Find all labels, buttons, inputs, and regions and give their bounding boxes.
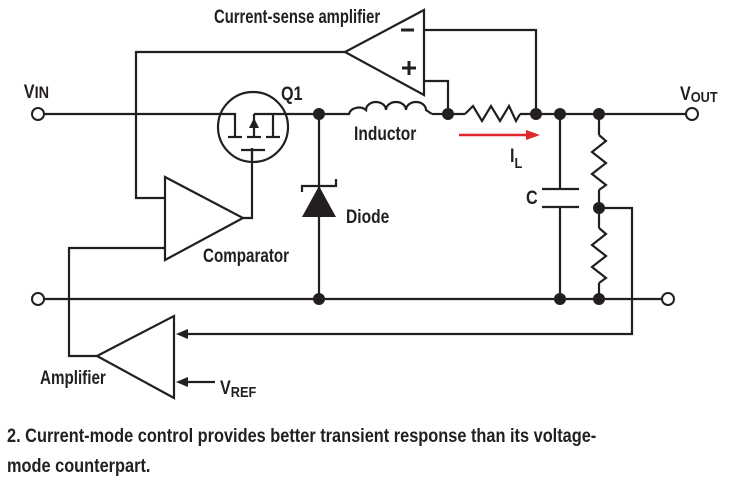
comparator-output-wire — [243, 148, 254, 220]
junction-sense-minus — [530, 108, 542, 120]
schematic: VIN VOUT VREF IL Q1 Inductor Diode C Com… — [24, 6, 718, 400]
current-sense-amplifier-label: Current-sense amplifier — [214, 6, 380, 27]
csa-plus-icon — [402, 61, 416, 75]
inductor-coil — [347, 100, 433, 116]
vref-arrow-icon — [176, 377, 188, 387]
comparator — [163, 175, 246, 262]
inductor-label: Inductor — [354, 123, 416, 145]
junction-cap-ground — [554, 293, 566, 305]
caption-line-2: mode counterpart. — [7, 456, 151, 477]
junction-divider-tap — [593, 202, 605, 214]
junction-cap-top — [554, 108, 566, 120]
q1-arrow-icon — [249, 118, 259, 128]
amp-to-comparator-wire — [67, 246, 165, 358]
sense-resistor — [464, 103, 521, 124]
q1-drain — [220, 112, 237, 137]
junction-diode-ground — [313, 293, 325, 305]
error-amplifier — [94, 314, 176, 400]
vin-terminal[interactable] — [31, 107, 45, 121]
csa-output-wire — [134, 50, 345, 200]
divider-resistor-top — [590, 134, 608, 191]
q1-body — [216, 90, 290, 164]
junction-switch-node — [313, 108, 325, 120]
junction-sense-plus — [442, 108, 454, 120]
caption-line-1: 2. Current-mode control provides better … — [7, 426, 597, 447]
vout-label: VOUT — [680, 83, 718, 105]
ground-out-terminal[interactable] — [661, 292, 675, 306]
junction-divider-ground — [593, 293, 605, 305]
vout-terminal[interactable] — [685, 107, 699, 121]
q1-mosfet — [216, 90, 290, 164]
diode-symbol — [300, 179, 338, 217]
feedback-arrow-icon — [176, 329, 188, 339]
inductor-current-label: IL — [510, 145, 523, 171]
inductor-current-arrow — [459, 130, 540, 140]
csa-plus-wire — [424, 79, 450, 114]
q1-label: Q1 — [281, 83, 303, 105]
capacitor-label: C — [526, 187, 538, 209]
divider-resistor-bottom — [590, 227, 608, 284]
figure-caption: 2. Current-mode control provides better … — [7, 422, 721, 482]
ground-in-terminal[interactable] — [31, 292, 45, 306]
comparator-label: Comparator — [203, 244, 289, 266]
csa-minus-wire — [424, 28, 538, 114]
vref-label: VREF — [220, 377, 256, 400]
diode-label: Diode — [346, 206, 390, 228]
feedback-wire — [180, 206, 634, 336]
current-sense-amplifier — [342, 8, 426, 97]
junction-divider-top — [593, 108, 605, 120]
amplifier-label: Amplifier — [40, 366, 106, 388]
vin-label: VIN — [24, 81, 49, 103]
